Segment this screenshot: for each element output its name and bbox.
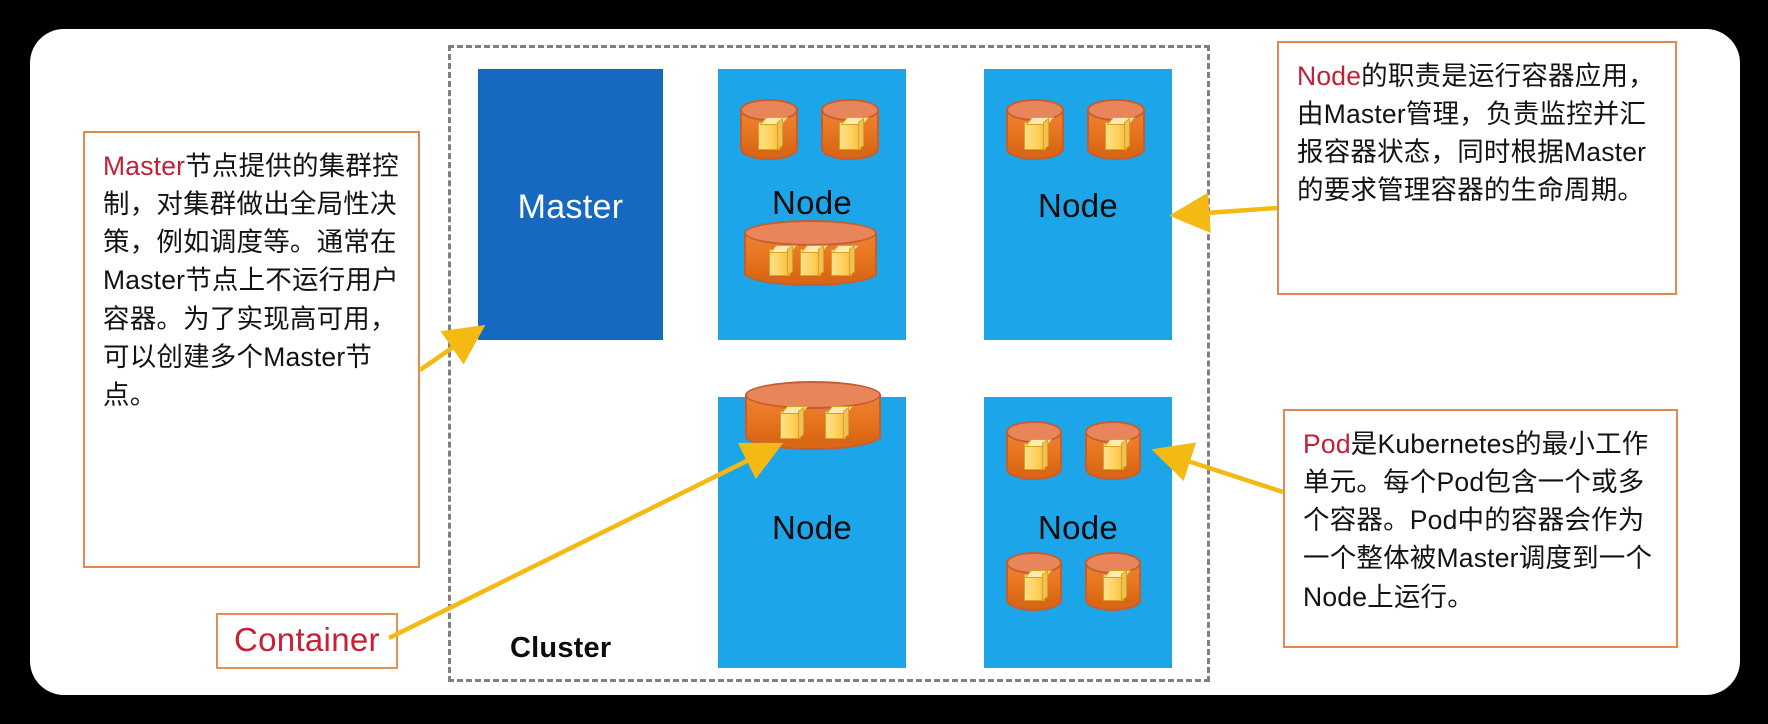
pod-icon-wide[interactable] [745,381,881,451]
master-callout-body: 节点提供的集群控制，对集群做出全局性决策，例如调度等。通常在Master节点上不… [103,151,399,410]
master-box-label: Master [517,188,624,226]
container-icon[interactable] [800,249,821,276]
container-icon[interactable] [1023,574,1045,601]
master-callout-keyword: Master [103,151,186,181]
node-callout: Node的职责是运行容器应用，由Master管理，负责监控并汇报容器状态，同时根… [1277,41,1677,295]
pod-icon[interactable] [1087,99,1145,161]
container-icon-target[interactable] [780,411,801,439]
node-top-left-label: Node [771,184,853,221]
pod-containers [821,118,879,150]
node-callout-body: 的职责是运行容器应用，由Master管理，负责监控并汇报容器状态，同时根据Mas… [1297,61,1655,206]
pod-containers [1085,439,1141,470]
node-bottom-left-label: Node [771,509,853,546]
container-icon[interactable] [769,249,790,276]
master-callout: Master节点提供的集群控制，对集群做出全局性决策，例如调度等。通常在Mast… [83,131,420,568]
pod-callout-keyword: Pod [1303,429,1351,459]
pod-containers [740,118,798,150]
cluster-label: Cluster [510,632,612,664]
pod-containers [1087,118,1145,150]
container-icon[interactable] [1105,122,1127,150]
node-bottom-right-label: Node [1037,509,1119,546]
pod-icon[interactable] [740,99,798,161]
container-icon[interactable] [831,249,852,276]
container-icon[interactable] [1024,122,1046,150]
node-box-top-right[interactable]: Node [984,69,1172,340]
container-icon[interactable] [1102,574,1124,601]
container-tag-label: Container [234,621,380,658]
pod-containers [745,405,881,439]
pod-callout: Pod是Kubernetes的最小工作单元。每个Pod包含一个或多个容器。Pod… [1283,409,1678,648]
pod-icon[interactable] [1006,552,1062,612]
pod-containers [1006,439,1062,470]
node-top-right-label: Node [1037,187,1119,224]
node-callout-keyword: Node [1297,61,1362,91]
pod-icon[interactable] [1085,552,1141,612]
node-box-top-left[interactable]: Node [718,69,906,340]
pod-icon-wide[interactable] [744,220,877,288]
master-box[interactable]: Master [478,69,663,340]
pod-icon[interactable] [1085,421,1141,481]
container-tag[interactable]: Container [216,613,398,669]
pod-containers [744,243,877,276]
pod-callout-body: 是Kubernetes的最小工作单元。每个Pod包含一个或多个容器。Pod中的容… [1303,429,1653,612]
pod-containers [1006,118,1064,150]
container-icon[interactable] [839,122,861,150]
pod-top-face [745,381,881,409]
pod-icon-target[interactable] [1006,421,1062,481]
pod-icon[interactable] [1006,99,1064,161]
container-icon[interactable] [825,411,846,439]
node-box-bottom-left[interactable]: Node [718,381,906,668]
pod-icon[interactable] [821,99,879,161]
pod-containers [1085,570,1141,601]
node-box-bottom-right[interactable]: Node [984,397,1172,668]
container-icon[interactable] [758,122,780,150]
container-icon[interactable] [1102,443,1124,470]
pod-containers [1006,570,1062,601]
container-icon[interactable] [1023,443,1045,470]
